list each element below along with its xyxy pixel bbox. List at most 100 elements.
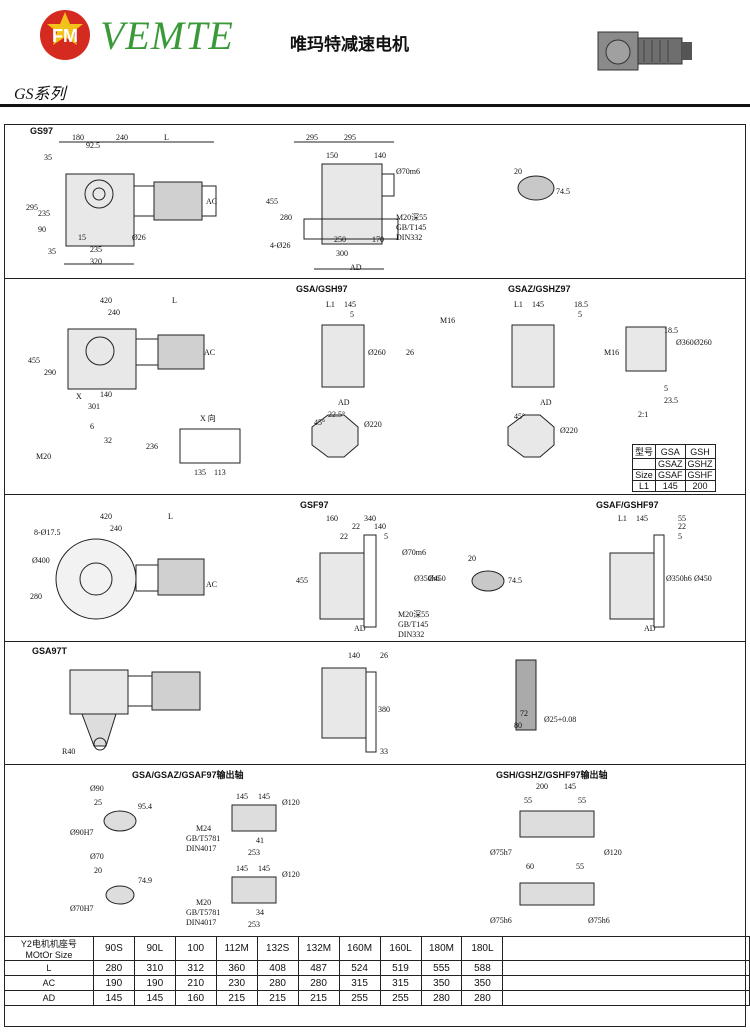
dim-label: Ø450 [428, 574, 446, 583]
section-divider [4, 641, 746, 642]
dim-label: Ø400 [32, 556, 50, 565]
table-cell: 145 [655, 480, 686, 492]
section-label-gsa-gsh97: GSA/GSH97 [296, 284, 348, 294]
dim-label: Ø75h7 [490, 848, 512, 857]
table-cell: 280 [461, 990, 504, 1006]
dim-label: L1 [618, 514, 627, 523]
table-cell [502, 975, 750, 991]
brand-name: VEMTE [100, 13, 234, 58]
dim-label: 22 [678, 522, 686, 531]
dim-label: 236 [146, 442, 158, 451]
dim-label: Ø90 [90, 784, 104, 793]
dim-label: 74.5 [508, 576, 522, 585]
table-header-cell: 132S [256, 936, 299, 961]
section-label-gsf97: GSF97 [300, 500, 329, 510]
dim-label: 18.5 [574, 300, 588, 309]
table-cell: 215 [215, 990, 258, 1006]
drawing-gsa-gsh97: 420 240 L 455 290 AC 301 140 X L1 145 5 … [28, 296, 712, 477]
dim-label: 41 [256, 836, 264, 845]
dim-label: Ø90H7 [70, 828, 94, 837]
dim-label: AD [354, 624, 366, 633]
table-row-label: L [4, 960, 94, 976]
dim-label: DIN4017 [186, 918, 216, 927]
table-cell: GSAF [655, 469, 686, 481]
dim-label: X 向 [200, 413, 216, 423]
table-cell: GSAZ [655, 458, 686, 470]
dim-label: Ø260 [368, 348, 386, 357]
section-label-gs97: GS97 [30, 126, 54, 136]
dim-label: DIN332 [398, 630, 424, 639]
table-row-label: AD [4, 990, 94, 1006]
table-cell: 200 [684, 480, 716, 492]
dim-label: 55 [524, 796, 532, 805]
dim-label: 23.5 [664, 396, 678, 405]
table-cell: Size [631, 469, 657, 481]
dim-label: Ø70H7 [70, 904, 94, 913]
section-label-hollow-shaft: GSA/GSAZ/GSAF97输出轴 [132, 770, 244, 780]
dim-label: 295 [26, 203, 38, 212]
table-cell: 190 [92, 975, 135, 991]
table-cell: L1 [631, 480, 657, 492]
table-row-label: AC [4, 975, 94, 991]
dim-label: Ø260 [694, 338, 712, 347]
dim-label: 5 [664, 384, 668, 393]
dim-label: 250 [334, 235, 346, 244]
table-header-cell: 160M [338, 936, 381, 961]
dim-label: 55 [578, 796, 586, 805]
dim-label: 4-Ø26 [270, 241, 290, 250]
table-cell: 280 [420, 990, 463, 1006]
dim-label: AD [350, 263, 362, 272]
dim-label: 74.9 [138, 876, 152, 885]
dim-label: 90 [38, 225, 46, 234]
dim-label: 145 [258, 792, 270, 801]
table-cell [631, 458, 657, 470]
table-cell: 255 [379, 990, 422, 1006]
table-cell: 487 [297, 960, 340, 976]
section-divider [4, 764, 746, 765]
dim-label: L [168, 512, 173, 521]
dim-label: Ø120 [604, 848, 622, 857]
dim-label: 20 [94, 866, 102, 875]
dim-label: 180 [72, 133, 84, 142]
dim-label: 35 [48, 247, 56, 256]
dim-label: GB/T145 [396, 223, 426, 232]
section-divider [4, 494, 746, 495]
dim-label: 55 [576, 862, 584, 871]
dim-label: L [172, 296, 177, 305]
table-cell: GSHF [684, 469, 716, 481]
table-cell: 190 [133, 975, 176, 991]
dim-label: Ø350h6 [414, 574, 440, 583]
table-header-cell: 160L [379, 936, 422, 961]
dim-label: 253 [248, 920, 260, 929]
dim-label: 135 [194, 468, 206, 477]
dim-label: R40 [62, 747, 75, 756]
dim-label: 35 [44, 153, 52, 162]
gearmotor-image [597, 31, 692, 71]
table-cell: 519 [379, 960, 422, 976]
dim-label: 45° [314, 418, 325, 427]
dim-label: L1 [514, 300, 523, 309]
dim-label: M20深55 [396, 213, 427, 222]
dim-label: 113 [214, 468, 226, 477]
dim-label: 235 [90, 245, 102, 254]
table-row: GSAZ GSHZ [631, 458, 716, 470]
dim-label: 145 [564, 782, 576, 791]
dim-label: 32 [104, 436, 112, 445]
brand-name-cn: 唯玛特减速电机 [290, 35, 409, 54]
dim-label: AC [206, 580, 217, 589]
dim-label: L [164, 133, 169, 142]
dim-label: Ø70m6 [402, 548, 426, 557]
dim-label: AD [644, 624, 656, 633]
dim-label: 145 [236, 792, 248, 801]
table-header-cell: 90L [133, 936, 176, 961]
dim-label: AD [540, 398, 552, 407]
table-cell: 555 [420, 960, 463, 976]
dim-label: 22.5° [328, 410, 345, 419]
dim-label: 80 [514, 721, 522, 730]
dim-label: 420 [100, 296, 112, 305]
dim-label: 26 [406, 348, 414, 357]
dim-label: GB/T5781 [186, 834, 220, 843]
header: FM VEMTE 唯玛特减速电机 [0, 0, 750, 71]
